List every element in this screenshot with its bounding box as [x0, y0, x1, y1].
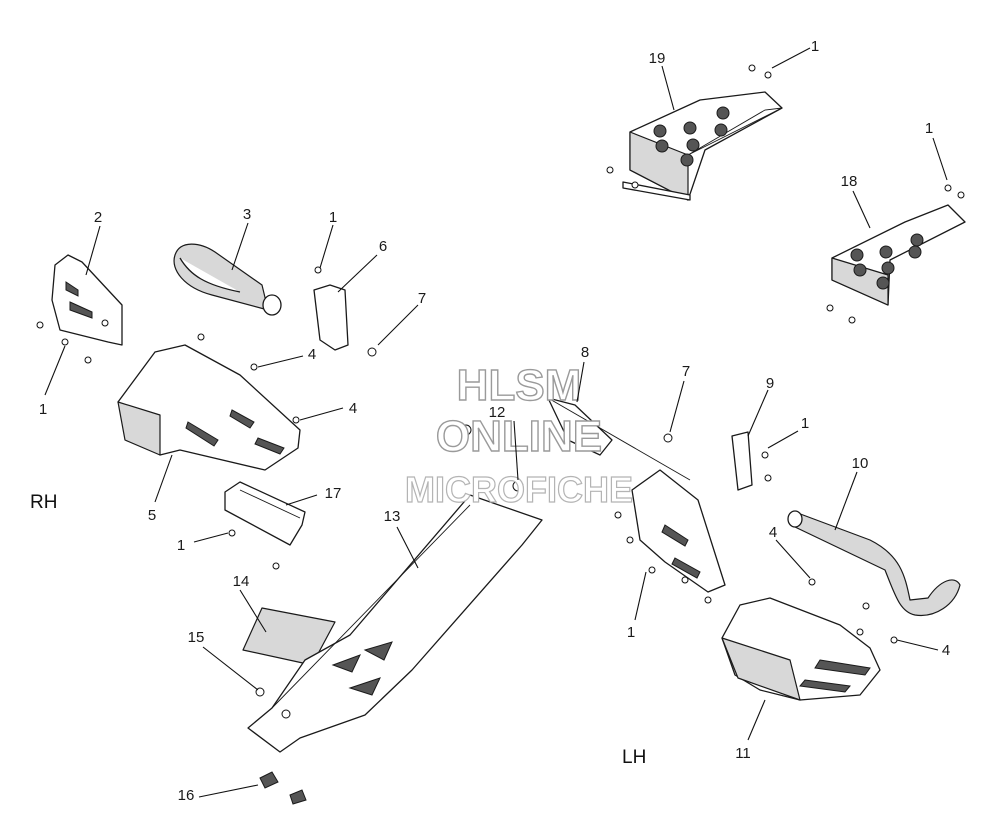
callout-4: 4 [769, 524, 777, 541]
part-13-skid-plate [247, 424, 543, 753]
part-17-bracket [224, 481, 306, 570]
part-18-footrest [826, 184, 966, 324]
part-8-bracket [547, 397, 691, 481]
callout-1: 1 [329, 209, 337, 226]
callout-1: 1 [925, 120, 933, 137]
watermark-line-3: MICROFICHE [405, 469, 633, 510]
callout-11: 11 [735, 745, 751, 762]
callout-19: 19 [649, 50, 666, 67]
callout-1: 1 [39, 401, 47, 418]
part-6-plate [313, 266, 377, 357]
side-label-lh: LH [622, 747, 646, 768]
callout-1: 1 [801, 415, 809, 432]
callout-7: 7 [418, 290, 426, 307]
watermark-line-2: ONLINE [436, 412, 602, 461]
callout-13: 13 [384, 508, 401, 525]
callout-15: 15 [188, 629, 205, 646]
callout-12: 12 [489, 404, 506, 421]
part-19-footrest [606, 64, 783, 201]
part-16-clips [259, 771, 307, 805]
part-2-bracket [36, 254, 123, 364]
callout-1: 1 [177, 537, 185, 554]
part-10-handle [787, 510, 961, 617]
part-5-heel-guard [117, 333, 301, 471]
callout-4: 4 [349, 400, 357, 417]
callout-16: 16 [178, 787, 195, 804]
callout-5: 5 [148, 507, 156, 524]
callout-17: 17 [325, 485, 342, 502]
callout-14: 14 [233, 573, 250, 590]
callout-9: 9 [766, 375, 774, 392]
callout-1: 1 [811, 38, 819, 55]
leader-lines [44, 47, 948, 798]
part-11-heel-guard [721, 578, 898, 701]
watermark: HLSM ONLINE MICROFICHE [404, 360, 633, 510]
callout-6: 6 [379, 238, 387, 255]
callout-18: 18 [841, 173, 858, 190]
callout-1: 1 [627, 624, 635, 641]
callout-3: 3 [243, 206, 251, 223]
callout-4: 4 [942, 642, 950, 659]
callouts: 1 19 1 18 2 3 1 6 7 4 1 4 5 17 1 13 14 1… [39, 38, 950, 804]
watermark-line-1: HLSM [457, 361, 582, 410]
lh-side-plate [614, 469, 726, 604]
callout-10: 10 [852, 455, 869, 472]
callout-2: 2 [94, 209, 102, 226]
callout-4: 4 [308, 346, 316, 363]
callout-8: 8 [581, 344, 589, 361]
part-9-plate [663, 431, 772, 491]
callout-7: 7 [682, 363, 690, 380]
part-3-handle [173, 243, 282, 316]
side-label-rh: RH [30, 492, 57, 513]
